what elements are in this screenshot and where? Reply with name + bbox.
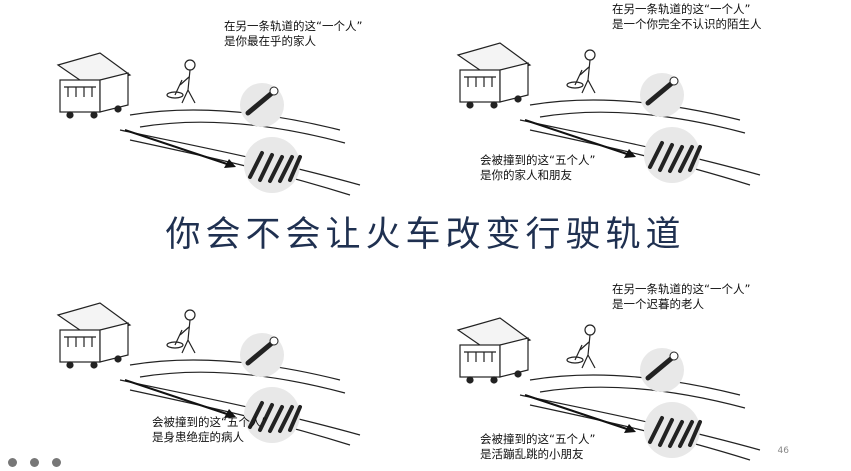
caption-line: 是身患绝症的病人 <box>152 430 244 444</box>
lever-person-icon <box>566 324 596 369</box>
one-person-group <box>240 333 284 377</box>
one-person-group <box>640 73 684 117</box>
scenario-panel-2 <box>440 25 770 186</box>
five-people-caption-4: 会被撞到的这“五个人” 是活蹦乱跳的小朋友 <box>480 432 595 462</box>
page-number: 46 <box>777 446 789 456</box>
caption-line: 会被撞到的这“五个人” <box>152 415 268 429</box>
caption-line: 是你最在乎的家人 <box>224 34 316 48</box>
five-people-group <box>644 127 702 183</box>
direction-arrow <box>124 129 236 168</box>
one-person-group <box>240 83 284 127</box>
toolbar-dot-icon[interactable] <box>52 458 62 467</box>
railway-tracks <box>119 109 361 196</box>
one-person-caption-2: 在另一条轨道的这“一个人” 是一个你完全不认识的陌生人 <box>612 2 762 32</box>
toolbar-dot-icon[interactable] <box>8 458 17 467</box>
direction-arrow <box>524 394 636 433</box>
toolbar-dot-icon[interactable] <box>30 458 40 467</box>
five-people-caption-2: 会被撞到的这“五个人” 是你的家人和朋友 <box>480 153 595 183</box>
lever-person-icon <box>166 309 196 354</box>
caption-line: 是活蹦乱跳的小朋友 <box>480 447 584 461</box>
caption-line: 是一个你完全不认识的陌生人 <box>612 17 762 31</box>
one-person-caption-4: 在另一条轨道的这“一个人” 是一个迟暮的老人 <box>612 282 750 312</box>
slide-toolbar <box>0 452 130 467</box>
direction-arrow <box>124 379 236 418</box>
caption-line: 在另一条轨道的这“一个人” <box>224 19 363 33</box>
five-people-group <box>244 387 302 443</box>
five-people-group <box>244 137 302 193</box>
scenario-panel-1 <box>40 35 370 196</box>
direction-arrow <box>524 119 636 158</box>
caption-line: 在另一条轨道的这“一个人” <box>612 282 751 296</box>
slide-title: 你会不会让火车改变行驶轨道 <box>165 215 686 255</box>
trolley-icon <box>56 302 132 369</box>
railway-tracks <box>519 99 761 186</box>
caption-line: 是你的家人和朋友 <box>480 168 572 182</box>
scenario-panel-4 <box>440 300 770 461</box>
one-person-group <box>640 348 684 392</box>
caption-line: 是一个迟暮的老人 <box>612 297 704 311</box>
caption-line: 在另一条轨道的这“一个人” <box>612 2 751 16</box>
caption-line: 会被撞到的这“五个人” <box>480 153 596 167</box>
trolley-icon <box>456 42 532 109</box>
one-person-caption-1: 在另一条轨道的这“一个人” 是你最在乎的家人 <box>224 19 362 49</box>
trolley-icon <box>456 317 532 384</box>
lever-person-icon <box>166 59 196 104</box>
trolley-icon <box>56 52 132 119</box>
lever-person-icon <box>566 49 596 94</box>
five-people-group <box>644 402 702 458</box>
railway-tracks <box>119 359 361 446</box>
five-people-caption-3: 会被撞到的这“五个人” 是身患绝症的病人 <box>152 415 267 445</box>
caption-line: 会被撞到的这“五个人” <box>480 432 596 446</box>
railway-tracks <box>519 374 761 461</box>
scenario-panel-3 <box>40 285 370 446</box>
